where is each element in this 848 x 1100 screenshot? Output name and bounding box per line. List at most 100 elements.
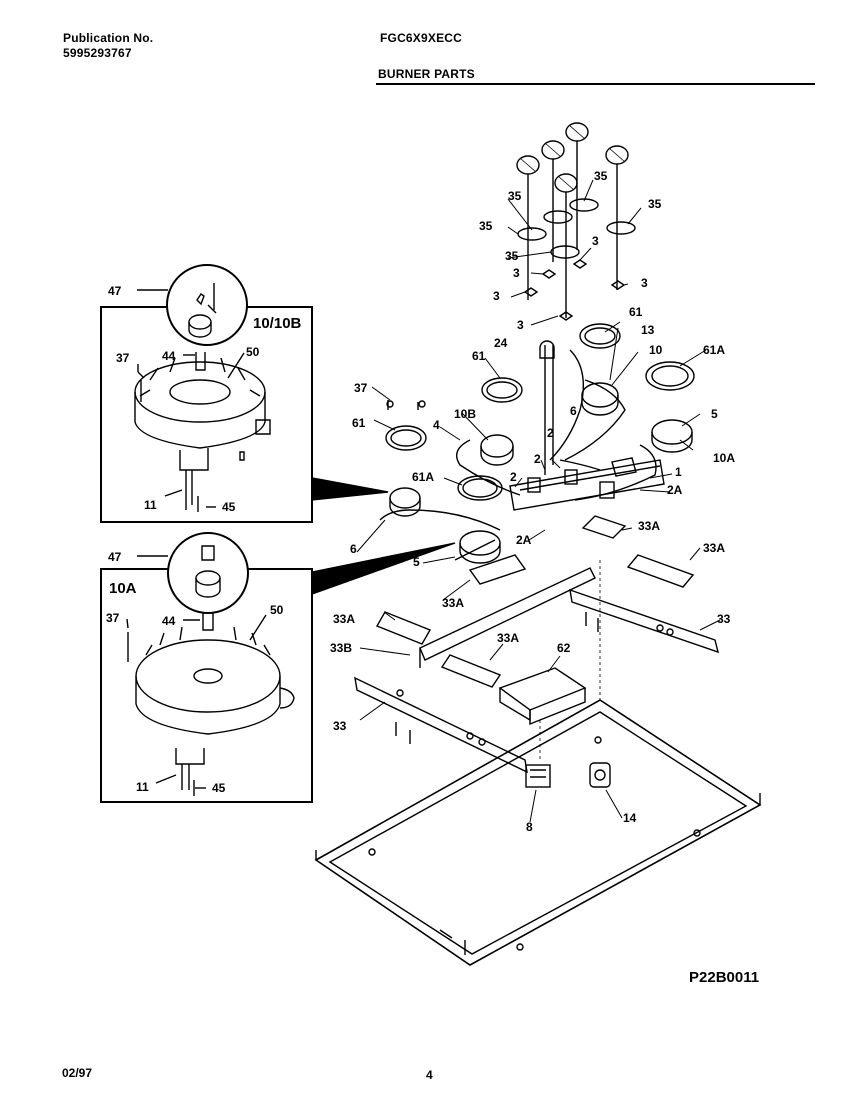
callout-50-bot: 50 bbox=[270, 603, 284, 617]
callout-1: 1 bbox=[675, 465, 682, 479]
projection-wedge-bottom bbox=[311, 542, 456, 595]
strip-33a-center bbox=[468, 554, 527, 585]
callout-11-top: 11 bbox=[144, 498, 157, 512]
callout-6-a: 6 bbox=[570, 404, 577, 418]
callout-47-top: 47 bbox=[108, 284, 122, 298]
diagram-code: P22B0011 bbox=[689, 969, 760, 986]
bracket-33-left bbox=[354, 676, 528, 774]
switch-14 bbox=[589, 762, 611, 788]
burner-head-10a bbox=[127, 545, 295, 796]
callout-5-b: 5 bbox=[413, 555, 420, 569]
burner-base-10 bbox=[581, 382, 619, 416]
callout-8: 8 bbox=[526, 820, 533, 834]
callout-61a-b: 61A bbox=[412, 470, 434, 484]
leader-11-bot bbox=[155, 774, 177, 784]
callout-44-bot: 44 bbox=[162, 614, 176, 628]
callout-37-bot: 37 bbox=[106, 611, 120, 625]
callout-44-top: 44 bbox=[162, 349, 176, 363]
burner-base-front bbox=[459, 530, 501, 564]
publication-number: 5995293767 bbox=[63, 46, 132, 60]
fasteners bbox=[387, 400, 599, 744]
callout-62: 62 bbox=[557, 641, 571, 655]
callout-33b: 33B bbox=[330, 641, 352, 655]
strip-33a-bottom bbox=[440, 654, 502, 688]
leader-37-bot bbox=[126, 618, 129, 629]
callout-45-top: 45 bbox=[222, 500, 236, 514]
callout-10a: 10A bbox=[713, 451, 735, 465]
callout-10: 10 bbox=[649, 343, 663, 357]
publication-label: Publication No. bbox=[63, 31, 154, 45]
callout-61a-a: 61A bbox=[703, 343, 725, 357]
callout-33-a: 33 bbox=[717, 612, 731, 626]
callout-6-b: 6 bbox=[350, 542, 357, 556]
manifold bbox=[509, 457, 665, 511]
header-rule bbox=[376, 83, 815, 85]
callout-37-main: 37 bbox=[354, 381, 368, 395]
control-knobs bbox=[516, 122, 629, 318]
callout-33a-d: 33A bbox=[333, 612, 355, 626]
callout-10b: 10B bbox=[454, 407, 476, 421]
callout-5-a: 5 bbox=[711, 407, 718, 421]
leaders-main bbox=[356, 321, 721, 823]
screw-37-b bbox=[418, 400, 426, 408]
junction-box-62 bbox=[498, 667, 587, 726]
callout-14: 14 bbox=[623, 811, 637, 825]
callout-35-e: 35 bbox=[505, 249, 519, 263]
leader-11-top bbox=[164, 489, 183, 497]
callout-61-b: 61 bbox=[472, 349, 486, 363]
leader-50-bot bbox=[249, 614, 267, 641]
cooktop-pan bbox=[314, 699, 762, 966]
leaders-knob-area bbox=[507, 179, 642, 326]
burner-ring-61-right bbox=[579, 323, 621, 349]
callout-2-a: 2 bbox=[547, 426, 554, 440]
bracket-33b bbox=[419, 567, 596, 668]
leader-50-top bbox=[227, 352, 245, 379]
callout-13: 13 bbox=[641, 323, 655, 337]
callout-2-b: 2 bbox=[534, 452, 541, 466]
projection-wedge-top bbox=[311, 477, 389, 501]
burner-ring-61a-left bbox=[457, 475, 503, 501]
callout-2-c: 2 bbox=[510, 470, 517, 484]
bracket-33-right bbox=[569, 588, 719, 654]
burner-base-10a bbox=[651, 419, 693, 453]
burner-base-10b bbox=[480, 434, 514, 466]
callout-45-bot: 45 bbox=[212, 781, 226, 795]
callout-61-c: 61 bbox=[352, 416, 366, 430]
callout-33a-e: 33A bbox=[497, 631, 519, 645]
page-number: 4 bbox=[426, 1068, 433, 1082]
inset-title-10-10b: 10/10B bbox=[253, 315, 302, 332]
valve-8 bbox=[525, 764, 551, 788]
revision-date: 02/97 bbox=[62, 1066, 93, 1080]
callout-33a-c: 33A bbox=[442, 596, 464, 610]
model-number: FGC6X9XECC bbox=[380, 31, 463, 45]
callout-3-c: 3 bbox=[641, 276, 648, 290]
burner-ring-61-left bbox=[385, 425, 427, 451]
gas-tubing bbox=[379, 340, 657, 561]
inset-title-10a: 10A bbox=[109, 580, 137, 597]
callout-11-bot: 11 bbox=[136, 780, 149, 794]
burner-ring-61-mid bbox=[481, 377, 523, 403]
callout-35-a: 35 bbox=[508, 189, 522, 203]
callout-61-a: 61 bbox=[629, 305, 643, 319]
callout-2a-a: 2A bbox=[667, 483, 683, 497]
burner-base-left bbox=[389, 487, 421, 517]
callout-3-b: 3 bbox=[513, 266, 520, 280]
screw-37 bbox=[386, 400, 394, 408]
burner-head-10-10b bbox=[134, 283, 271, 512]
callout-33-b: 33 bbox=[333, 719, 347, 733]
valve-clips bbox=[523, 259, 626, 321]
callout-4: 4 bbox=[433, 418, 440, 432]
inset-detail-circle-bottom bbox=[167, 532, 249, 614]
callout-3-e: 3 bbox=[517, 318, 524, 332]
callout-37-top: 37 bbox=[116, 351, 130, 365]
callout-2a-b: 2A bbox=[516, 533, 532, 547]
strip-33a-left bbox=[375, 611, 432, 645]
callout-3-d: 3 bbox=[493, 289, 500, 303]
section-title: BURNER PARTS bbox=[378, 67, 475, 81]
strip-33a-mid-right bbox=[626, 554, 695, 588]
callout-33a-b: 33A bbox=[703, 541, 725, 555]
burner-ring-61a-right bbox=[645, 361, 695, 391]
callout-35-d: 35 bbox=[648, 197, 662, 211]
callout-50-top: 50 bbox=[246, 345, 260, 359]
